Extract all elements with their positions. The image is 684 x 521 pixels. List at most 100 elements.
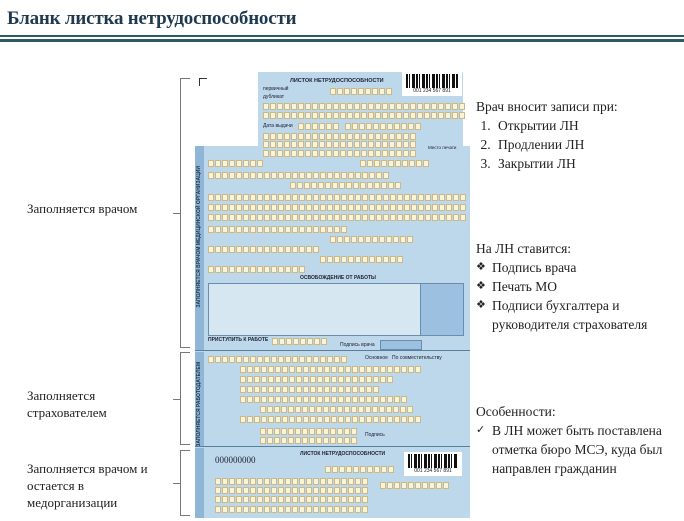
form-cell <box>310 376 316 383</box>
release-section-title: ОСВОБОЖДЕНИЕ ОТ РАБОТЫ <box>300 275 376 281</box>
form-cell <box>243 356 249 363</box>
form-cell <box>289 396 295 403</box>
form-cell <box>341 194 347 201</box>
form-cell <box>240 416 246 423</box>
form-cell <box>387 396 393 403</box>
form-cell <box>424 112 430 119</box>
form-cell <box>298 133 304 140</box>
form-cell <box>334 478 340 485</box>
form-cell <box>278 506 284 513</box>
form-cell <box>271 194 277 201</box>
form-cell <box>313 506 319 513</box>
form-cell <box>243 266 249 273</box>
form-cell <box>292 487 298 494</box>
form-cell <box>408 366 414 373</box>
form-cell <box>277 133 283 140</box>
form-cell <box>243 246 249 253</box>
form-cell <box>359 396 365 403</box>
form-cell <box>319 112 325 119</box>
form-cell <box>333 112 339 119</box>
form-cell <box>330 406 336 413</box>
form-cell <box>345 396 351 403</box>
form-cell <box>275 366 281 373</box>
form-cell <box>289 366 295 373</box>
form-cell <box>320 194 326 201</box>
form-cell <box>438 112 444 119</box>
form-cell <box>312 150 318 157</box>
form-cell <box>340 103 346 110</box>
form-cell-row <box>240 396 407 403</box>
form-cell <box>372 236 378 243</box>
form-cell <box>348 172 354 179</box>
form-cell <box>306 487 312 494</box>
form-cell <box>369 194 375 201</box>
form-cell <box>215 172 221 179</box>
form-cell <box>460 194 466 201</box>
form-cell <box>407 236 413 243</box>
form-cell <box>411 194 417 201</box>
form-cell <box>313 356 319 363</box>
form-cell <box>380 416 386 423</box>
form-cell <box>292 194 298 201</box>
form-cell <box>338 416 344 423</box>
form-cell <box>331 416 337 423</box>
form-cell <box>317 416 323 423</box>
form-cell <box>404 194 410 201</box>
form-cell <box>317 366 323 373</box>
form-cell <box>439 214 445 221</box>
form-cell <box>359 376 365 383</box>
form-cell <box>354 141 360 148</box>
form-cell <box>327 356 333 363</box>
form-cell <box>288 428 294 435</box>
form-cell <box>352 366 358 373</box>
form-cell <box>438 103 444 110</box>
form-cell <box>459 103 465 110</box>
form-cell <box>264 478 270 485</box>
form-cell-row <box>298 123 339 130</box>
form-cell <box>250 496 256 503</box>
form-cell <box>289 416 295 423</box>
form-cell <box>348 496 354 503</box>
form-cell-row <box>325 466 394 473</box>
form-cell <box>341 172 347 179</box>
form-cell <box>401 416 407 423</box>
form-cell-row <box>240 376 393 383</box>
form-cell <box>415 123 421 130</box>
form-cell <box>236 478 242 485</box>
form-cell <box>320 487 326 494</box>
form-cell <box>305 123 311 130</box>
form-cell <box>250 266 256 273</box>
form-cell <box>353 466 359 473</box>
form-cell <box>278 214 284 221</box>
form-cell <box>319 103 325 110</box>
form-cell <box>317 396 323 403</box>
form-cell-row <box>330 236 413 243</box>
form-cell <box>355 506 361 513</box>
form-cell <box>271 356 277 363</box>
form-cell <box>387 416 393 423</box>
form-cell-row <box>215 478 368 485</box>
form-cell <box>382 150 388 157</box>
form-cell <box>379 406 385 413</box>
form-cell <box>299 266 305 273</box>
form-cell <box>229 204 235 211</box>
list-item: ✓В ЛН может быть поставлена отметка бюро… <box>476 423 663 476</box>
form-cell <box>325 466 331 473</box>
form-cell <box>446 194 452 201</box>
form-cell <box>346 466 352 473</box>
form-cell <box>274 406 280 413</box>
form-cell <box>277 141 283 148</box>
form-cell <box>404 214 410 221</box>
form-cell <box>296 386 302 393</box>
form-cell <box>333 150 339 157</box>
form-cell <box>293 338 299 345</box>
form-cell <box>275 376 281 383</box>
form-cell <box>306 204 312 211</box>
form-cell <box>229 160 235 167</box>
form-cell <box>285 506 291 513</box>
form-cell <box>263 103 269 110</box>
form-cell <box>243 160 249 167</box>
release-signature-column <box>420 283 464 336</box>
form-cell <box>264 356 270 363</box>
form-cell <box>319 133 325 140</box>
